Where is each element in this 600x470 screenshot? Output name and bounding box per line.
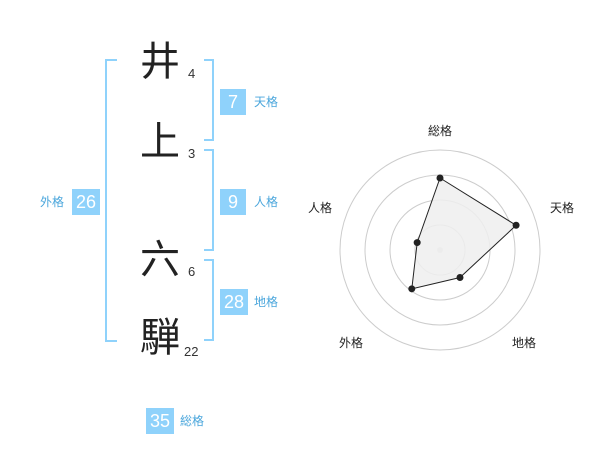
radar-axis-label-jinkaku: 人格 <box>308 201 333 215</box>
radar-ring <box>339 149 541 351</box>
radar-axis-label-gaikaku: 外格 <box>339 336 364 350</box>
outer-bracket <box>105 59 117 342</box>
chikaku-label: 地格 <box>254 295 279 309</box>
radar-point-2 <box>456 274 464 282</box>
radar-axis-label-tenkaku: 天格 <box>550 201 575 215</box>
name-char-2: 上 <box>140 119 180 165</box>
chikaku-value-badge: 28 <box>220 289 248 315</box>
radar-point-3 <box>408 285 416 293</box>
gaikaku-label: 外格 <box>40 195 65 209</box>
name-char-1: 井 <box>140 39 180 85</box>
tenkaku-bracket <box>204 59 214 141</box>
stroke-count-2: 3 <box>188 146 196 161</box>
radar-axis-label-chikaku: 地格 <box>512 336 537 350</box>
jinkaku-value-badge: 9 <box>220 189 246 215</box>
tenkaku-label: 天格 <box>254 95 279 109</box>
gaikaku-value-badge: 26 <box>72 189 100 215</box>
tenkaku-value-badge: 7 <box>220 89 246 115</box>
radar-point-1 <box>512 221 520 229</box>
soukaku-value-badge: 35 <box>146 408 174 434</box>
stroke-count-4: 22 <box>184 344 199 359</box>
chikaku-bracket <box>204 259 214 341</box>
soukaku-label: 総格 <box>180 414 205 428</box>
name-char-3: 六 <box>140 237 180 283</box>
radar-series <box>408 174 520 293</box>
radar-axis-label-soukaku: 総格 <box>428 124 453 138</box>
radar-point-4 <box>413 239 421 247</box>
jinkaku-bracket <box>204 149 214 251</box>
stroke-count-3: 6 <box>188 264 196 279</box>
name-char-4: 騨 <box>140 315 180 361</box>
stroke-count-1: 4 <box>188 66 196 81</box>
radar-point-0 <box>436 174 444 182</box>
jinkaku-label: 人格 <box>254 195 279 209</box>
radar-polygon <box>411 177 517 290</box>
